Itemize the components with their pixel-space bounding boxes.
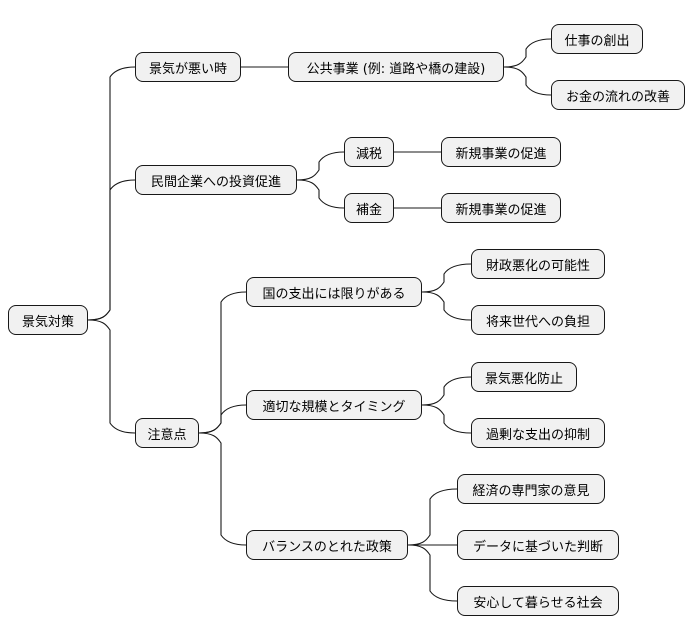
node-balanced-policy: バランスのとれた政策 bbox=[246, 530, 408, 560]
edge-node-balanced-policy-to-node-secure-society bbox=[407, 544, 458, 602]
edge-node-root-to-node-cautions bbox=[87, 319, 136, 434]
node-root: 景気対策 bbox=[8, 305, 88, 335]
edge-node-private-investment-to-node-tax-cut bbox=[296, 151, 345, 181]
edge-node-cautions-to-node-limited-spending bbox=[198, 291, 247, 434]
edge-node-root-to-node-private-investment bbox=[87, 179, 136, 321]
node-prevent-downturn: 景気悪化防止 bbox=[471, 362, 577, 392]
node-data-driven: データに基づいた判断 bbox=[457, 530, 619, 560]
node-new-business-2: 新規事業の促進 bbox=[441, 193, 561, 223]
edge-node-balanced-policy-to-node-expert-opinion bbox=[407, 488, 458, 546]
node-secure-society: 安心して暮らせる社会 bbox=[457, 586, 619, 616]
node-new-business-1: 新規事業の促進 bbox=[441, 137, 561, 167]
edge-node-cautions-to-node-scale-timing bbox=[198, 404, 247, 434]
node-cautions: 注意点 bbox=[135, 418, 199, 448]
edge-node-root-to-node-bad-economy bbox=[87, 66, 136, 321]
edge-node-public-works-to-node-job-creation bbox=[503, 38, 552, 68]
edge-node-limited-spending-to-node-future-burden bbox=[421, 291, 472, 321]
node-scale-timing: 適切な規模とタイミング bbox=[246, 390, 422, 420]
node-curb-overspending: 過剰な支出の抑制 bbox=[471, 418, 605, 448]
node-private-investment: 民間企業への投資促進 bbox=[135, 165, 297, 195]
edge-node-scale-timing-to-node-curb-overspending bbox=[421, 404, 472, 434]
node-job-creation: 仕事の創出 bbox=[551, 24, 643, 54]
node-public-works: 公共事業 (例: 道路や橋の建設) bbox=[288, 52, 504, 82]
node-subsidy: 補金 bbox=[344, 193, 394, 223]
node-fiscal-risk: 財政悪化の可能性 bbox=[471, 249, 605, 279]
edge-node-public-works-to-node-money-flow bbox=[503, 66, 552, 96]
node-tax-cut: 減税 bbox=[344, 137, 394, 167]
edge-node-scale-timing-to-node-prevent-downturn bbox=[421, 376, 472, 406]
node-limited-spending: 国の支出には限りがある bbox=[246, 277, 422, 307]
edge-node-limited-spending-to-node-fiscal-risk bbox=[421, 263, 472, 293]
node-future-burden: 将来世代への負担 bbox=[471, 305, 605, 335]
node-expert-opinion: 経済の専門家の意見 bbox=[457, 474, 605, 504]
edge-node-private-investment-to-node-subsidy bbox=[296, 179, 345, 209]
node-money-flow: お金の流れの改善 bbox=[551, 80, 685, 110]
edge-node-cautions-to-node-balanced-policy bbox=[198, 432, 247, 546]
node-bad-economy: 景気が悪い時 bbox=[135, 52, 241, 82]
